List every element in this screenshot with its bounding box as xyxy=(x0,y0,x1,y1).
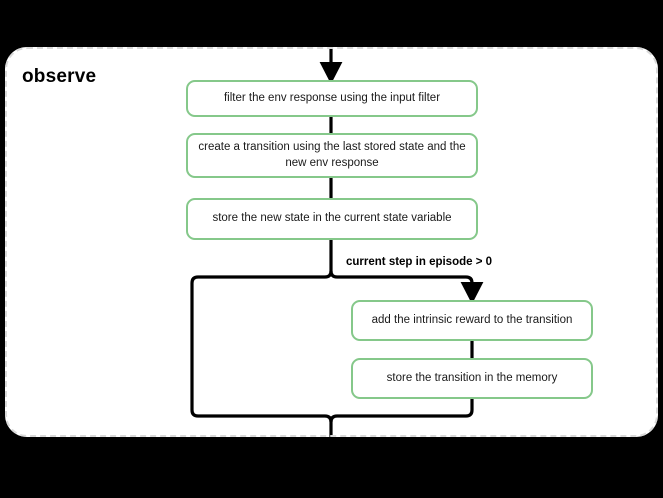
edge-bypass-branch xyxy=(190,270,333,423)
process-node-add-intrinsic-reward[interactable]: add the intrinsic reward to the transiti… xyxy=(351,300,593,341)
process-node-store-new-state[interactable]: store the new state in the current state… xyxy=(186,198,478,240)
edge-conditional-to-n4 xyxy=(329,270,484,305)
panel-title: observe xyxy=(22,66,97,87)
process-node-filter-env-response[interactable]: filter the env response using the input … xyxy=(186,80,478,117)
process-node-store-transition[interactable]: store the transition in the memory xyxy=(351,358,593,399)
edge-n5-to-merge xyxy=(329,399,474,423)
branch-condition-label: current step in episode > 0 xyxy=(346,256,493,268)
process-node-create-transition[interactable]: create a transition using the last store… xyxy=(186,133,478,178)
